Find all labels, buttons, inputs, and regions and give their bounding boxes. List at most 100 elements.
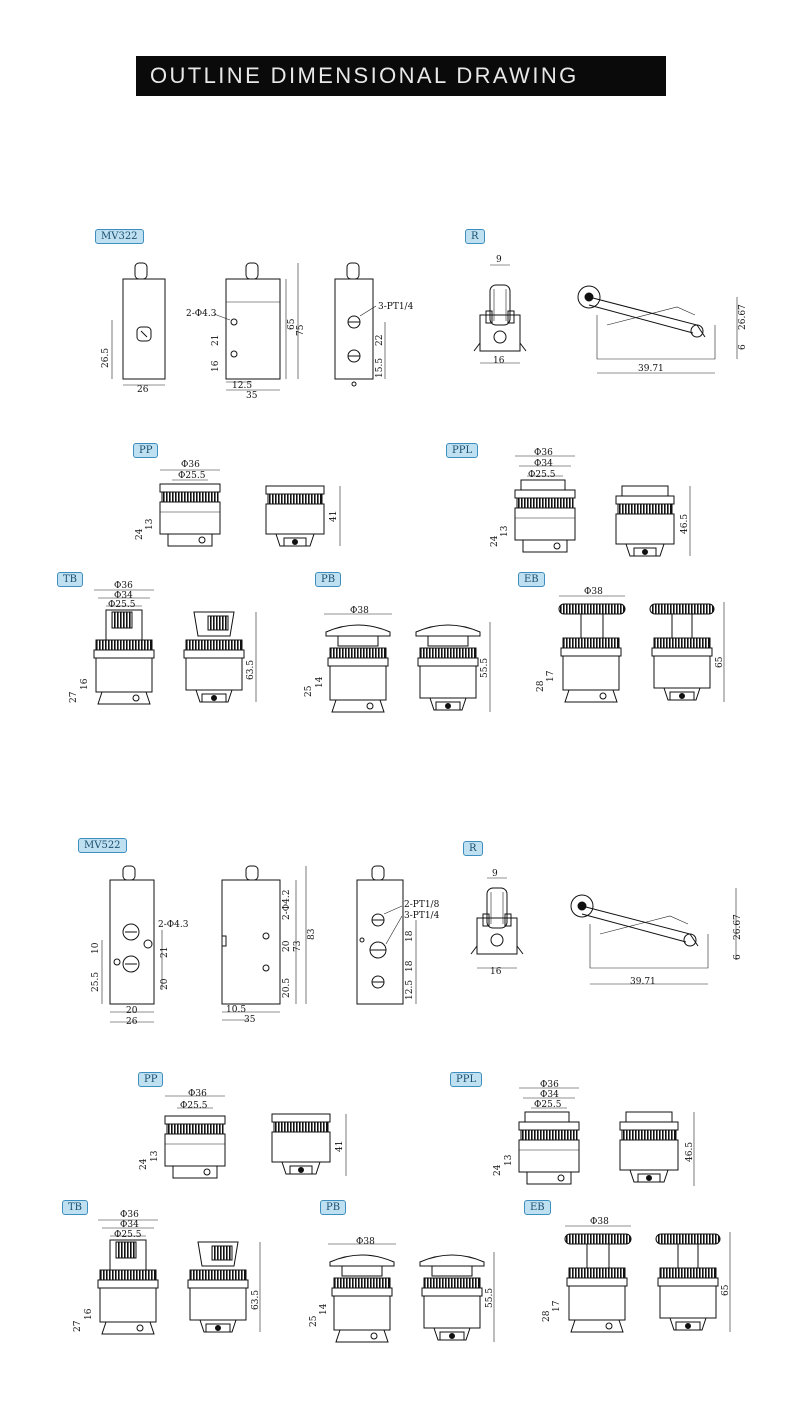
svg-text:2-Φ4.2: 2-Φ4.2 bbox=[282, 890, 292, 920]
svg-text:12.5: 12.5 bbox=[405, 980, 415, 1000]
svg-text:Φ25.5: Φ25.5 bbox=[528, 470, 556, 480]
svg-text:6: 6 bbox=[738, 344, 748, 350]
pp-front-view bbox=[164, 1095, 226, 1179]
svg-text:16: 16 bbox=[80, 678, 90, 690]
ppl-front-view bbox=[518, 1087, 580, 1185]
pp-tag: PP bbox=[133, 443, 159, 458]
pp-side-view bbox=[265, 485, 341, 547]
svg-text:28: 28 bbox=[542, 1310, 552, 1322]
tb-tag: TB bbox=[62, 1200, 89, 1215]
svg-text:28: 28 bbox=[536, 680, 546, 692]
svg-text:Φ38: Φ38 bbox=[350, 606, 369, 616]
svg-text:27: 27 bbox=[69, 691, 79, 703]
svg-text:14: 14 bbox=[319, 1303, 329, 1315]
svg-text:Φ36: Φ36 bbox=[120, 1210, 139, 1220]
svg-text:16: 16 bbox=[490, 967, 502, 977]
svg-text:25: 25 bbox=[309, 1315, 319, 1327]
model-tag-mv522: MV522 bbox=[78, 838, 127, 853]
svg-text:2-PT1/8: 2-PT1/8 bbox=[404, 900, 440, 910]
svg-text:Φ34: Φ34 bbox=[120, 1220, 139, 1230]
pp-tag: PP bbox=[138, 1072, 164, 1087]
ppl-tag: PPL bbox=[450, 1072, 483, 1087]
svg-text:Φ34: Φ34 bbox=[540, 1090, 559, 1100]
roller-tag: R bbox=[465, 229, 485, 244]
page-title: OUTLINE DIMENSIONAL DRAWING bbox=[136, 56, 666, 96]
svg-text:10: 10 bbox=[91, 942, 101, 954]
svg-text:13: 13 bbox=[504, 1154, 514, 1166]
tb-front-view bbox=[97, 1219, 159, 1335]
svg-text:Φ25.5: Φ25.5 bbox=[114, 1230, 142, 1240]
svg-text:Φ36: Φ36 bbox=[534, 448, 553, 458]
svg-text:35: 35 bbox=[244, 1015, 256, 1025]
tb-tag: TB bbox=[57, 572, 84, 587]
eb-tag: EB bbox=[524, 1200, 551, 1215]
svg-text:Φ36: Φ36 bbox=[540, 1080, 559, 1090]
eb-front-view bbox=[564, 1225, 632, 1333]
svg-text:26.67: 26.67 bbox=[733, 914, 743, 940]
svg-text:24: 24 bbox=[135, 528, 145, 540]
svg-text:Φ34: Φ34 bbox=[534, 459, 553, 469]
roller-side-view bbox=[577, 285, 738, 374]
svg-text:15.5: 15.5 bbox=[375, 358, 385, 378]
mv522-body-front bbox=[101, 865, 163, 1023]
svg-text:Φ36: Φ36 bbox=[188, 1089, 207, 1099]
svg-text:25: 25 bbox=[304, 685, 314, 697]
svg-text:18: 18 bbox=[405, 930, 415, 942]
eb-side-view bbox=[649, 602, 725, 702]
svg-text:26.5: 26.5 bbox=[101, 348, 111, 368]
eb-front-view bbox=[558, 595, 626, 703]
ppl-side-view bbox=[615, 485, 691, 557]
ppl-front-view bbox=[514, 455, 576, 553]
svg-text:55.5: 55.5 bbox=[480, 658, 490, 678]
svg-text:3-PT1/4: 3-PT1/4 bbox=[404, 911, 440, 921]
svg-text:Φ36: Φ36 bbox=[181, 460, 200, 470]
tb-side-view bbox=[183, 611, 257, 703]
svg-text:18: 18 bbox=[405, 960, 415, 972]
svg-text:Φ25.5: Φ25.5 bbox=[108, 600, 136, 610]
ppl-side-view bbox=[619, 1111, 695, 1186]
svg-text:Φ25.5: Φ25.5 bbox=[534, 1100, 562, 1110]
eb-tag: EB bbox=[518, 572, 545, 587]
svg-text:Φ38: Φ38 bbox=[584, 587, 603, 597]
svg-text:Φ25.5: Φ25.5 bbox=[180, 1101, 208, 1111]
svg-text:35: 35 bbox=[246, 391, 258, 401]
svg-text:21: 21 bbox=[160, 947, 170, 958]
pb-tag: PB bbox=[315, 572, 342, 587]
svg-text:16: 16 bbox=[211, 360, 221, 372]
svg-text:41: 41 bbox=[329, 511, 339, 522]
svg-text:83: 83 bbox=[307, 928, 317, 940]
svg-text:20: 20 bbox=[126, 1006, 138, 1016]
svg-text:10.5: 10.5 bbox=[226, 1005, 246, 1015]
roller-front-view bbox=[473, 264, 527, 364]
svg-text:39.71: 39.71 bbox=[630, 977, 656, 987]
svg-text:Φ38: Φ38 bbox=[356, 1237, 375, 1247]
mv522-body-back bbox=[356, 865, 417, 1005]
svg-text:63.5: 63.5 bbox=[246, 660, 256, 680]
tb-front-view bbox=[93, 589, 155, 705]
mv522-body-side bbox=[221, 865, 307, 1021]
svg-text:2-Φ4.3: 2-Φ4.3 bbox=[186, 309, 217, 319]
svg-text:20: 20 bbox=[282, 940, 292, 952]
svg-text:26: 26 bbox=[137, 385, 149, 395]
svg-text:9: 9 bbox=[492, 869, 498, 879]
svg-text:17: 17 bbox=[552, 1300, 562, 1312]
svg-text:26: 26 bbox=[126, 1017, 138, 1027]
svg-text:Φ25.5: Φ25.5 bbox=[178, 471, 206, 481]
svg-text:46.5: 46.5 bbox=[680, 514, 690, 534]
svg-text:6: 6 bbox=[733, 954, 743, 960]
svg-text:13: 13 bbox=[150, 1150, 160, 1162]
svg-text:65: 65 bbox=[287, 318, 297, 330]
svg-text:16: 16 bbox=[84, 1308, 94, 1320]
pb-front-view bbox=[328, 1243, 396, 1343]
svg-text:14: 14 bbox=[315, 676, 325, 688]
roller-front-view bbox=[470, 877, 524, 969]
svg-text:21: 21 bbox=[211, 335, 221, 346]
tb-side-view bbox=[187, 1241, 261, 1333]
pb-side-view bbox=[419, 1252, 495, 1342]
svg-text:41: 41 bbox=[335, 1141, 345, 1152]
svg-text:Φ36: Φ36 bbox=[114, 581, 133, 591]
svg-text:25.5: 25.5 bbox=[91, 972, 101, 992]
svg-text:65: 65 bbox=[715, 656, 725, 668]
svg-text:24: 24 bbox=[493, 1164, 503, 1176]
